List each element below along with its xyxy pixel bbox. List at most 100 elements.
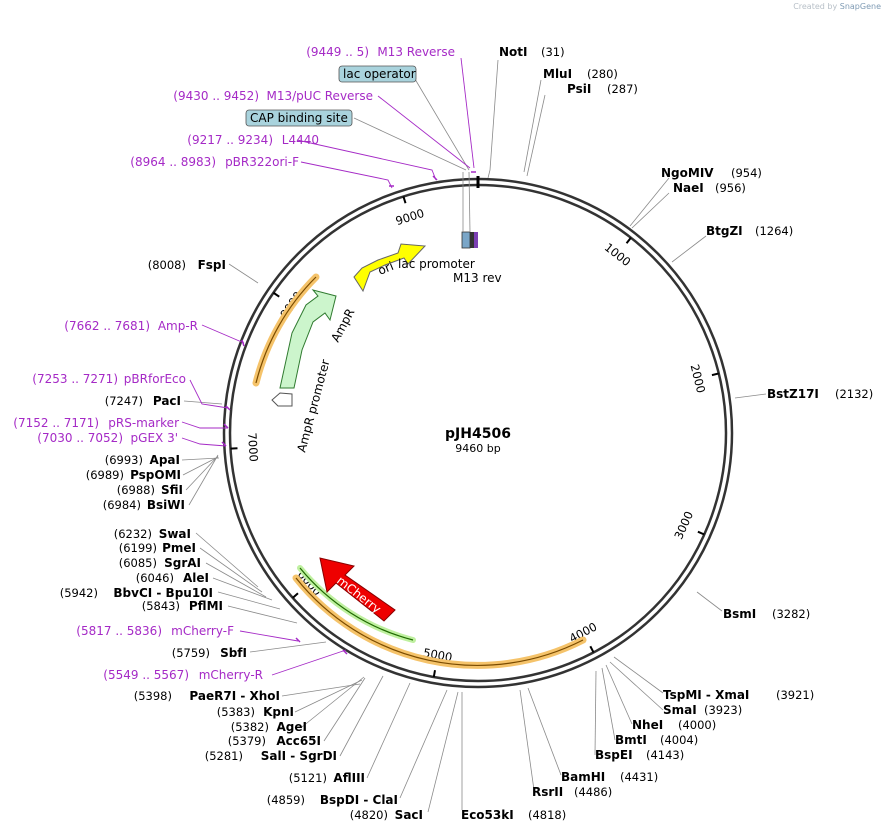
- enzyme-naeI-pos: (956): [715, 181, 746, 195]
- enzyme-sgrAI: SgrAI: [164, 556, 201, 570]
- enzyme-fspI-pos: (8008): [148, 258, 186, 272]
- primer-pgex-3-range: (7030 .. 7052): [37, 431, 123, 445]
- enzyme-bamHI: BamHI: [561, 770, 605, 784]
- lac-operator-block: [470, 232, 474, 248]
- m13-rev-label: M13 rev: [453, 271, 502, 285]
- enzyme-btgZI: BtgZI: [706, 224, 743, 238]
- cap-binding-site-box-label: CAP binding site: [250, 111, 348, 125]
- ori-arrow: [353, 243, 427, 293]
- enzyme-rsrII: RsrII: [532, 785, 563, 799]
- enzyme-bspDI-claI: BspDI - ClaI: [320, 793, 398, 807]
- enzyme-kpnI-pos: (5383): [217, 705, 255, 719]
- m13-rev-block: [474, 232, 478, 248]
- mcherry-orf-line: [295, 577, 584, 667]
- lac-promoter-block: [461, 231, 471, 249]
- enzyme-bsiWI: BsiWI: [147, 498, 185, 512]
- primer-pgex-3: pGEX 3': [131, 431, 178, 445]
- primer-pbr322ori-f-range: (8964 .. 8983): [130, 155, 216, 169]
- enzyme-psiI: PsiI: [567, 82, 591, 96]
- lac-operator-box-label: lac operator: [343, 67, 416, 81]
- enzyme-mluI-pos: (280): [587, 67, 618, 81]
- enzyme-leader-lines: [181, 59, 767, 813]
- primer-prs-marker: pRS-marker: [108, 416, 179, 430]
- plasmid-name: pJH4506: [445, 426, 511, 442]
- enzyme-apaI-pos: (6993): [105, 453, 143, 467]
- enzyme-pflMI: PflMI: [189, 599, 223, 613]
- tick-label: 7000: [245, 432, 261, 462]
- enzyme-ageI-pos: (5382): [231, 720, 269, 734]
- primer-mcherry-f-range: (5817 .. 5836): [76, 624, 162, 638]
- ampr-promoter-arrow: [271, 392, 293, 407]
- enzyme-pmeI-pos: (6199): [119, 541, 157, 555]
- mcherry-arrow: [319, 557, 396, 622]
- enzyme-sacI: SacI: [395, 808, 423, 822]
- enzyme-pflMI-pos: (5843): [142, 599, 180, 613]
- enzyme-eco53kI: Eco53kI: [461, 808, 514, 822]
- enzyme-bspDI-claI-pos: (4859): [267, 793, 305, 807]
- enzyme-bbvCI-bpu10I: BbvCI - Bpu10I: [113, 586, 213, 600]
- enzyme-bstZ17I: BstZ17I: [767, 387, 819, 401]
- primer-pbrforeco-range: (7253 .. 7271): [32, 372, 118, 386]
- tick-mark: [272, 291, 280, 298]
- enzyme-paeR7I-xhoI-pos: (5398): [134, 689, 172, 703]
- ori-label: ori: [376, 259, 396, 278]
- cap-binding-site-box: [245, 109, 353, 127]
- enzyme-tspMI-xmaI: TspMI - XmaI: [663, 688, 749, 702]
- tick-mark: [589, 645, 595, 653]
- ampr-orf-line: [255, 276, 317, 384]
- enzyme-sfiI-pos: (6988): [117, 483, 155, 497]
- enzyme-pacI: PacI: [153, 394, 181, 408]
- lac-operator-box: [338, 65, 417, 83]
- enzyme-salI-sgrDI: SalI - SgrDI: [261, 749, 337, 763]
- primer-labels: M13 Reverse (9449 .. 5) M13/pUC Reverse …: [13, 45, 455, 682]
- enzyme-notI: NotI: [499, 45, 528, 59]
- primer-pbr322ori-f: pBR322ori-F: [225, 155, 299, 169]
- enzyme-sacI-pos: (4820): [350, 808, 388, 822]
- tick-label: 2000: [688, 363, 709, 395]
- enzyme-eco53kI-pos: (4818): [528, 808, 566, 822]
- enzyme-ngoMIV: NgoMIV: [661, 166, 714, 180]
- enzyme-aflIII: AflIII: [333, 771, 365, 785]
- enzyme-aleI: AleI: [183, 571, 209, 585]
- tick-mark: [402, 196, 407, 204]
- enzyme-bamHI-pos: (4431): [620, 770, 658, 784]
- enzyme-bbvCI-bpu10I-pos: (5942): [60, 586, 98, 600]
- primer-m13-reverse: M13 Reverse: [377, 45, 455, 59]
- primer-amp-r: Amp-R: [158, 319, 198, 333]
- enzyme-pspOMI: PspOMI: [130, 468, 181, 482]
- enzyme-smaI: SmaI: [663, 703, 697, 717]
- ampr-promoter-label: AmpR promoter: [294, 358, 332, 454]
- enzyme-tspMI-xmaI-pos: (3921): [776, 688, 814, 702]
- enzyme-labels-left: SacI (4820) BspDI - ClaI (4859) AflIII (…: [60, 258, 423, 822]
- enzyme-btgZI-pos: (1264): [755, 224, 793, 238]
- enzyme-swaI: SwaI: [159, 527, 191, 541]
- enzyme-bsmI: BsmI: [723, 607, 756, 621]
- enzyme-ageI: AgeI: [277, 720, 307, 734]
- primer-amp-r-range: (7662 .. 7681): [64, 319, 150, 333]
- ampr-label: AmpR: [328, 306, 357, 344]
- plasmid-size: 9460 bp: [455, 442, 500, 455]
- tick-label: 3000: [671, 509, 696, 541]
- snapgene-brand: SnapGene: [839, 2, 881, 11]
- tick-mark: [697, 530, 705, 536]
- primer-l4440: L4440: [282, 133, 319, 147]
- enzyme-nheI: NheI: [632, 718, 663, 732]
- enzyme-nheI-pos: (4000): [678, 718, 716, 732]
- enzyme-kpnI: KpnI: [263, 705, 294, 719]
- tick-mark: [292, 592, 299, 599]
- enzyme-notI-pos: (31): [541, 45, 565, 59]
- primer-mcherry-f: mCherry-F: [171, 624, 234, 638]
- enzyme-ngoMIV-pos: (954): [731, 166, 762, 180]
- primer-prs-marker-range: (7152 .. 7171): [13, 416, 99, 430]
- enzyme-bsiWI-pos: (6984): [103, 498, 141, 512]
- enzyme-bmtI: BmtI: [615, 733, 647, 747]
- lac-promoter-label: lac promoter: [398, 257, 475, 271]
- primer-m13-puc-reverse: M13/pUC Reverse: [267, 89, 374, 103]
- credit-prefix: Created by: [793, 2, 838, 11]
- mcherry-inner-line: [299, 567, 414, 641]
- tick-mark: [432, 669, 436, 678]
- primer-marks: [221, 171, 476, 655]
- primer-l4440-range: (9217 .. 9234): [187, 133, 273, 147]
- enzyme-labels-right: NotI (31) MluI (280) PsiI (287) NgoMIV (…: [461, 45, 873, 822]
